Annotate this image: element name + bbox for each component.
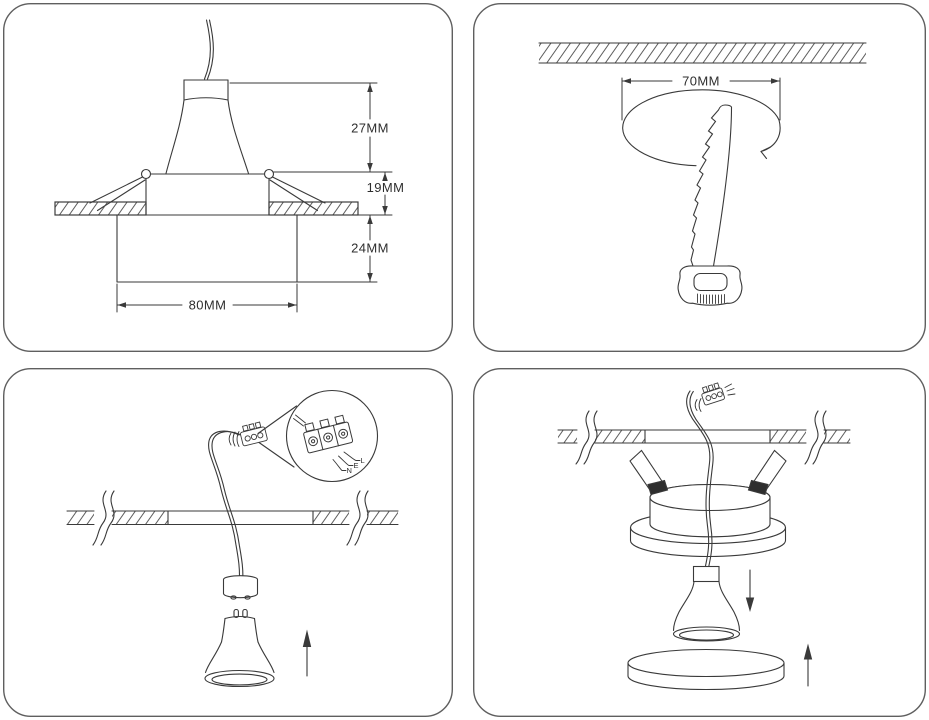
dim-27mm-label: 27MM <box>351 121 389 136</box>
terminal-block-small <box>694 382 736 412</box>
supply-cable <box>208 430 244 578</box>
ceiling-section <box>557 429 851 444</box>
wire-label-neutral: N <box>347 466 352 475</box>
insert-arrow-down-head <box>745 597 755 612</box>
break-mark-right <box>804 410 827 465</box>
cable-sleeve <box>694 398 702 412</box>
ceiling-section <box>538 42 867 64</box>
cable-sleeve <box>228 431 240 447</box>
dim-80mm-label: 80MM <box>189 298 227 313</box>
break-mark-right <box>346 490 369 546</box>
spring-clip-left <box>629 449 669 496</box>
mounting-drawing <box>473 368 926 717</box>
wire-label-earth: E <box>354 461 359 470</box>
insert-arrow-up-head <box>803 643 813 660</box>
cutout-panel: 70MM <box>473 3 926 352</box>
wire-label-live: L <box>361 456 365 465</box>
terminal-wires <box>332 451 361 471</box>
dimension-panel: 27MM 19MM 24MM 80MM <box>3 3 453 352</box>
gu10-lamp-with-holder <box>672 565 741 642</box>
dim-70mm-label: 70MM <box>682 74 720 89</box>
dimension-arrowheads <box>117 83 388 308</box>
break-mark-left <box>575 410 598 465</box>
fixture-can <box>649 483 771 538</box>
supply-cable <box>203 19 214 80</box>
ceiling-section <box>54 201 359 216</box>
clip-foot <box>747 479 769 496</box>
clip-foot <box>647 479 669 496</box>
saw-handle-hole <box>693 272 728 292</box>
dimension-drawing: 27MM 19MM 24MM 80MM <box>3 3 453 352</box>
lamp-holder <box>222 575 259 600</box>
trim-ring <box>627 648 785 691</box>
panel-frame <box>3 3 453 352</box>
clip-pivot-left <box>140 168 152 180</box>
terminal-block-detail <box>293 414 361 471</box>
rotation-ellipse <box>622 89 781 167</box>
saw-blade <box>690 104 733 267</box>
saw-handle-grip <box>697 293 725 304</box>
lamp-pin <box>233 608 239 619</box>
spring-clip-right <box>747 449 787 496</box>
panel-frame <box>3 368 453 717</box>
wiring-drawing: L E N <box>3 368 453 717</box>
dim-19mm-label: 19MM <box>367 180 405 195</box>
fixture-body <box>116 214 298 283</box>
wiring-panel: L E N <box>3 368 453 717</box>
wire-ends <box>724 383 736 396</box>
lamp-pin <box>242 608 248 619</box>
keyhole-saw <box>677 104 743 306</box>
dim-24mm-label: 24MM <box>351 241 389 256</box>
cutout-drawing: 70MM <box>473 3 926 352</box>
supply-cable <box>686 390 714 567</box>
terminal-block-small <box>240 421 268 447</box>
spotlight-side-view <box>145 79 270 216</box>
break-mark-left <box>92 490 115 546</box>
panel-frame <box>473 368 926 717</box>
rotation-arrowhead <box>760 146 772 160</box>
mounting-panel <box>473 368 926 717</box>
clip-pivot-right <box>263 168 275 180</box>
dimension-lines <box>116 82 393 313</box>
insert-arrow-up-head <box>302 629 312 647</box>
dimension-arrowheads <box>622 78 780 84</box>
gu10-lamp <box>204 608 275 688</box>
panel-frame <box>473 3 926 352</box>
